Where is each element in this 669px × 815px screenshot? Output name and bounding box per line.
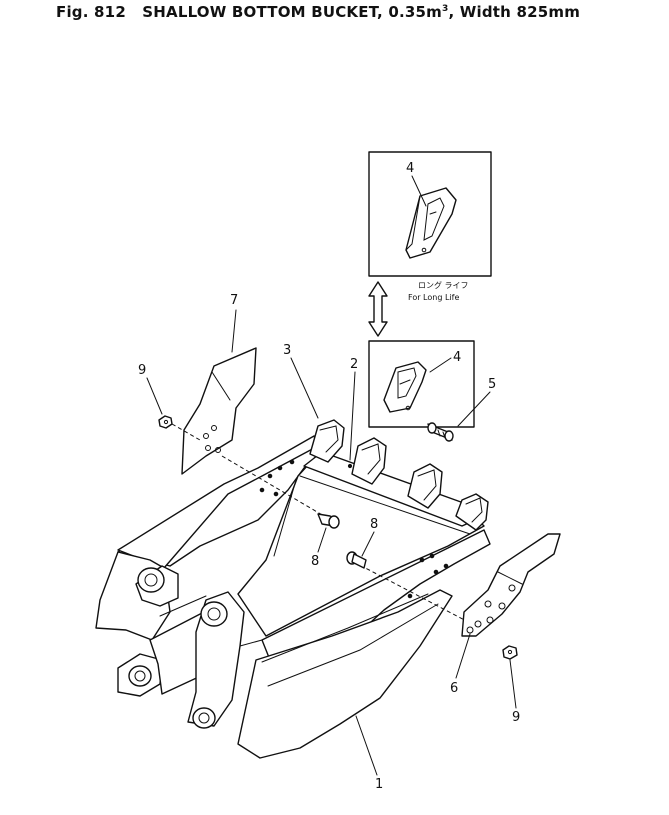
callout-9-right: 9 bbox=[512, 710, 520, 725]
long-life-tooth-drawing bbox=[405, 175, 457, 259]
right-bolt-holes bbox=[353, 553, 473, 625]
tooth-2 bbox=[351, 437, 387, 485]
callout-6: 6 bbox=[450, 681, 458, 696]
side-cutter-left bbox=[181, 309, 257, 475]
callout-8-right: 8 bbox=[370, 517, 378, 532]
interchange-arrow bbox=[368, 281, 388, 337]
tooth-3 bbox=[407, 463, 443, 509]
callout-5: 5 bbox=[488, 377, 496, 392]
long-life-english-label: For Long Life bbox=[408, 293, 459, 302]
callout-2: 2 bbox=[350, 357, 358, 372]
tooth-1 bbox=[309, 419, 345, 463]
callout-1: 1 bbox=[375, 777, 383, 792]
callout-4-upper: 4 bbox=[406, 161, 414, 176]
figure-title: Fig. 812 SHALLOW BOTTOM BUCKET, 0.35m3, … bbox=[56, 3, 666, 21]
callout-8-left: 8 bbox=[311, 554, 319, 569]
callout-7: 7 bbox=[230, 293, 238, 308]
nut-right bbox=[502, 645, 518, 660]
figure-title-superscript: 3 bbox=[441, 4, 449, 14]
tooth-4 bbox=[455, 493, 489, 531]
left-bolt-holes bbox=[171, 423, 325, 517]
nut-left bbox=[158, 415, 173, 429]
tooth-pin bbox=[427, 422, 454, 442]
side-cutter-right bbox=[461, 533, 561, 637]
callout-9-left: 9 bbox=[138, 363, 146, 378]
long-life-inset: 4 ロング ライフ For Long Life bbox=[368, 151, 492, 302]
standard-tooth-inset: 4 bbox=[368, 340, 475, 428]
long-life-japanese-label: ロング ライフ bbox=[418, 280, 469, 290]
callout-4-lower: 4 bbox=[453, 350, 461, 365]
figure-title-tail: , Width 825mm bbox=[448, 3, 581, 21]
callout-3: 3 bbox=[283, 343, 291, 358]
bolt-left bbox=[317, 513, 340, 529]
figure-prefix: Fig. 812 bbox=[56, 3, 126, 21]
bolt-right bbox=[346, 551, 367, 569]
standard-tooth-drawing bbox=[383, 361, 427, 413]
figure-title-main: SHALLOW BOTTOM BUCKET, 0.35m bbox=[142, 3, 442, 21]
